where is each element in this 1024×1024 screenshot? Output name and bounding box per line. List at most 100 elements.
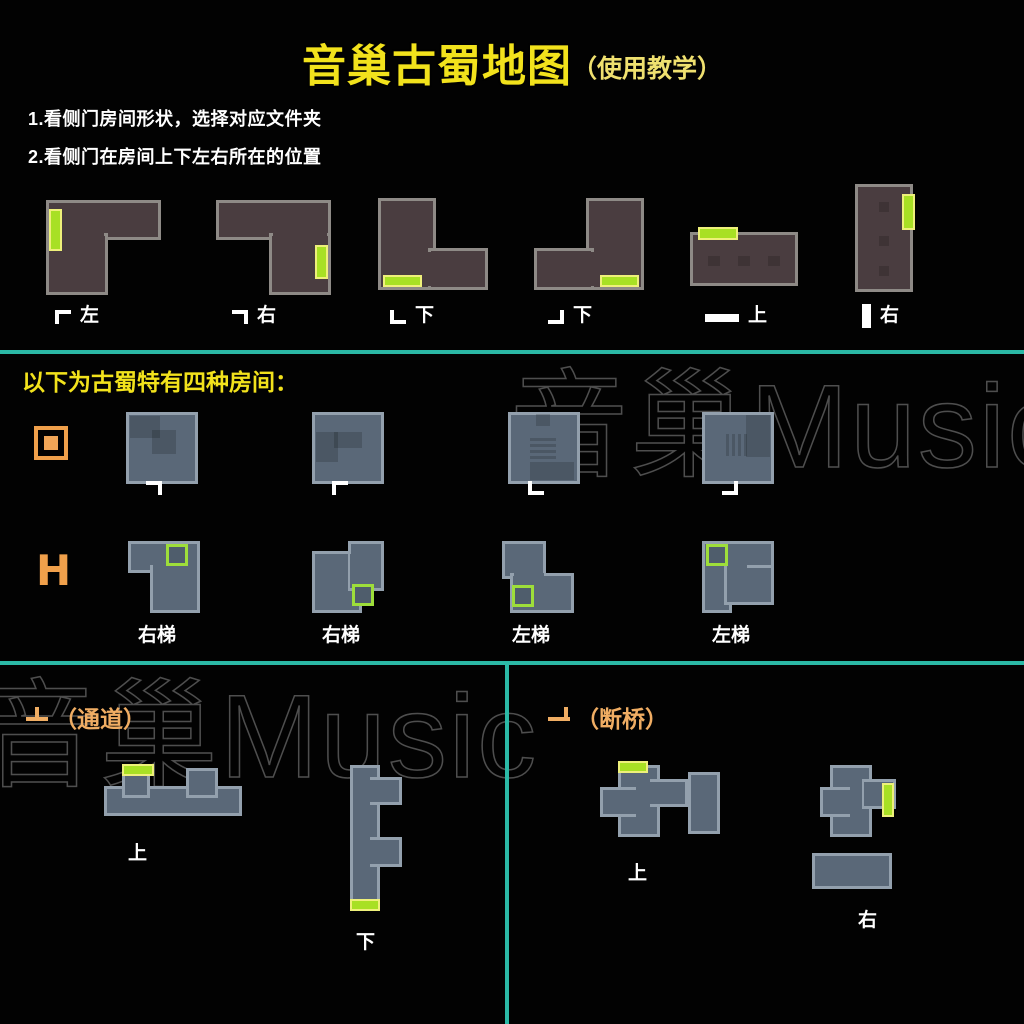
special-room-1: [126, 412, 198, 484]
passage-caption-1: 上: [128, 838, 147, 865]
room-label-2: 右: [257, 305, 277, 326]
corner-bottom-right-icon: [548, 310, 564, 324]
room-detail: [530, 450, 556, 453]
room-detail: [879, 236, 889, 246]
panel-header-passage-text: （通道）: [54, 706, 146, 732]
bar-horizontal-icon: [705, 314, 739, 322]
room-part: [688, 772, 720, 834]
room-label-3: 下: [415, 305, 435, 326]
room-label-5: 上: [748, 305, 768, 326]
stair-marker: [706, 544, 728, 566]
room-seam: [350, 554, 360, 588]
passage-room-1: [104, 764, 242, 816]
room-label-6: 右: [880, 305, 900, 326]
room-part: [508, 412, 580, 484]
room-seam: [428, 252, 438, 286]
special-room-caption-1: [146, 481, 162, 498]
stair-marker: [352, 584, 374, 606]
corner-bottom-right-icon: [722, 481, 738, 495]
room-detail: [879, 202, 889, 212]
room-caption-4: 下: [548, 300, 592, 327]
room-seam: [833, 790, 853, 814]
bridge-caption-2: 右: [858, 905, 877, 932]
door-marker-bottom: [600, 275, 639, 287]
t-junction-up-icon: [26, 707, 48, 721]
door-marker-bottom: [350, 899, 380, 911]
special-room-2: [312, 412, 384, 484]
stair-marker: [166, 544, 188, 566]
room-detail: [744, 434, 747, 456]
room-label-1: 左: [80, 305, 100, 326]
room-seam: [50, 233, 104, 243]
section-header-special: 以下为古蜀特有四种房间：: [22, 369, 298, 395]
stair-room-4: [702, 541, 774, 613]
room-seam: [727, 544, 747, 570]
room-shape-5: [690, 227, 798, 286]
room-seam: [584, 252, 594, 286]
corner-bottom-left-icon: [528, 481, 544, 495]
stair-marker: [512, 585, 534, 607]
corner-top-left-icon: [55, 310, 71, 324]
corner-bottom-left-icon: [390, 310, 406, 324]
room-seam: [175, 563, 197, 577]
room-detail: [530, 456, 556, 459]
room-shape-2: [216, 200, 331, 295]
door-marker-right: [882, 783, 894, 817]
stair-marker-h-icon: H: [36, 546, 72, 595]
room-part: [378, 198, 436, 290]
room-caption-6: 右: [862, 300, 900, 328]
room-shape-6: [855, 184, 915, 292]
room-detail: [334, 432, 362, 448]
corner-top-right-icon: [232, 310, 248, 324]
bridge-room-2-gap: [812, 853, 892, 889]
bridge-room-1-gap: [688, 772, 720, 834]
room-caption-2: 右: [232, 300, 276, 327]
stair-room-caption-3: 左梯: [512, 620, 550, 647]
stair-room-2: [312, 541, 384, 613]
room-detail: [708, 256, 720, 266]
stair-room-label-1: 右梯: [138, 625, 177, 646]
room-seam: [620, 790, 642, 814]
room-detail: [768, 256, 780, 266]
special-room-caption-2: [332, 481, 348, 498]
panel-header-broken-bridge: （断桥）: [548, 700, 668, 734]
room-seam: [125, 784, 147, 792]
room-detail: [738, 434, 741, 456]
door-marker-top: [122, 764, 154, 776]
room-shape-1: [46, 200, 161, 295]
room-detail: [732, 434, 735, 456]
room-detail: [738, 256, 750, 266]
room-part: [186, 768, 218, 798]
room-detail: [536, 414, 550, 426]
panel-header-broken-bridge-text: （断桥）: [576, 706, 668, 732]
t-junction-right-icon: [548, 707, 570, 721]
room-detail: [530, 462, 574, 480]
special-room-caption-4: [722, 481, 738, 498]
room-part: [586, 198, 644, 290]
room-seam: [514, 573, 544, 585]
special-room-4: [702, 412, 774, 484]
room-seam: [189, 784, 215, 792]
divider-bottom: [0, 661, 1024, 665]
door-marker-right: [315, 245, 328, 279]
room-detail: [530, 444, 556, 447]
door-marker-right: [902, 194, 915, 230]
room-detail: [746, 415, 770, 457]
door-marker-bottom: [383, 275, 422, 287]
room-seam: [368, 780, 377, 802]
bridge-room-2: [820, 765, 900, 837]
stair-room-caption-4: 左梯: [712, 620, 750, 647]
room-caption-1: 左: [55, 300, 99, 327]
panel-header-passage: （通道）: [26, 700, 146, 734]
room-detail: [152, 430, 176, 454]
room-detail: [130, 416, 160, 438]
stair-room-caption-1: 右梯: [138, 620, 176, 647]
door-marker-left: [49, 209, 62, 251]
special-room-caption-3: [528, 481, 544, 498]
room-detail: [726, 434, 729, 456]
instruction-line-2: 2.看侧门在房间上下左右所在的位置: [28, 147, 322, 167]
room-shape-3: [378, 198, 488, 290]
bridge-caption-1: 上: [628, 858, 647, 885]
room-shape-4: [534, 198, 644, 290]
